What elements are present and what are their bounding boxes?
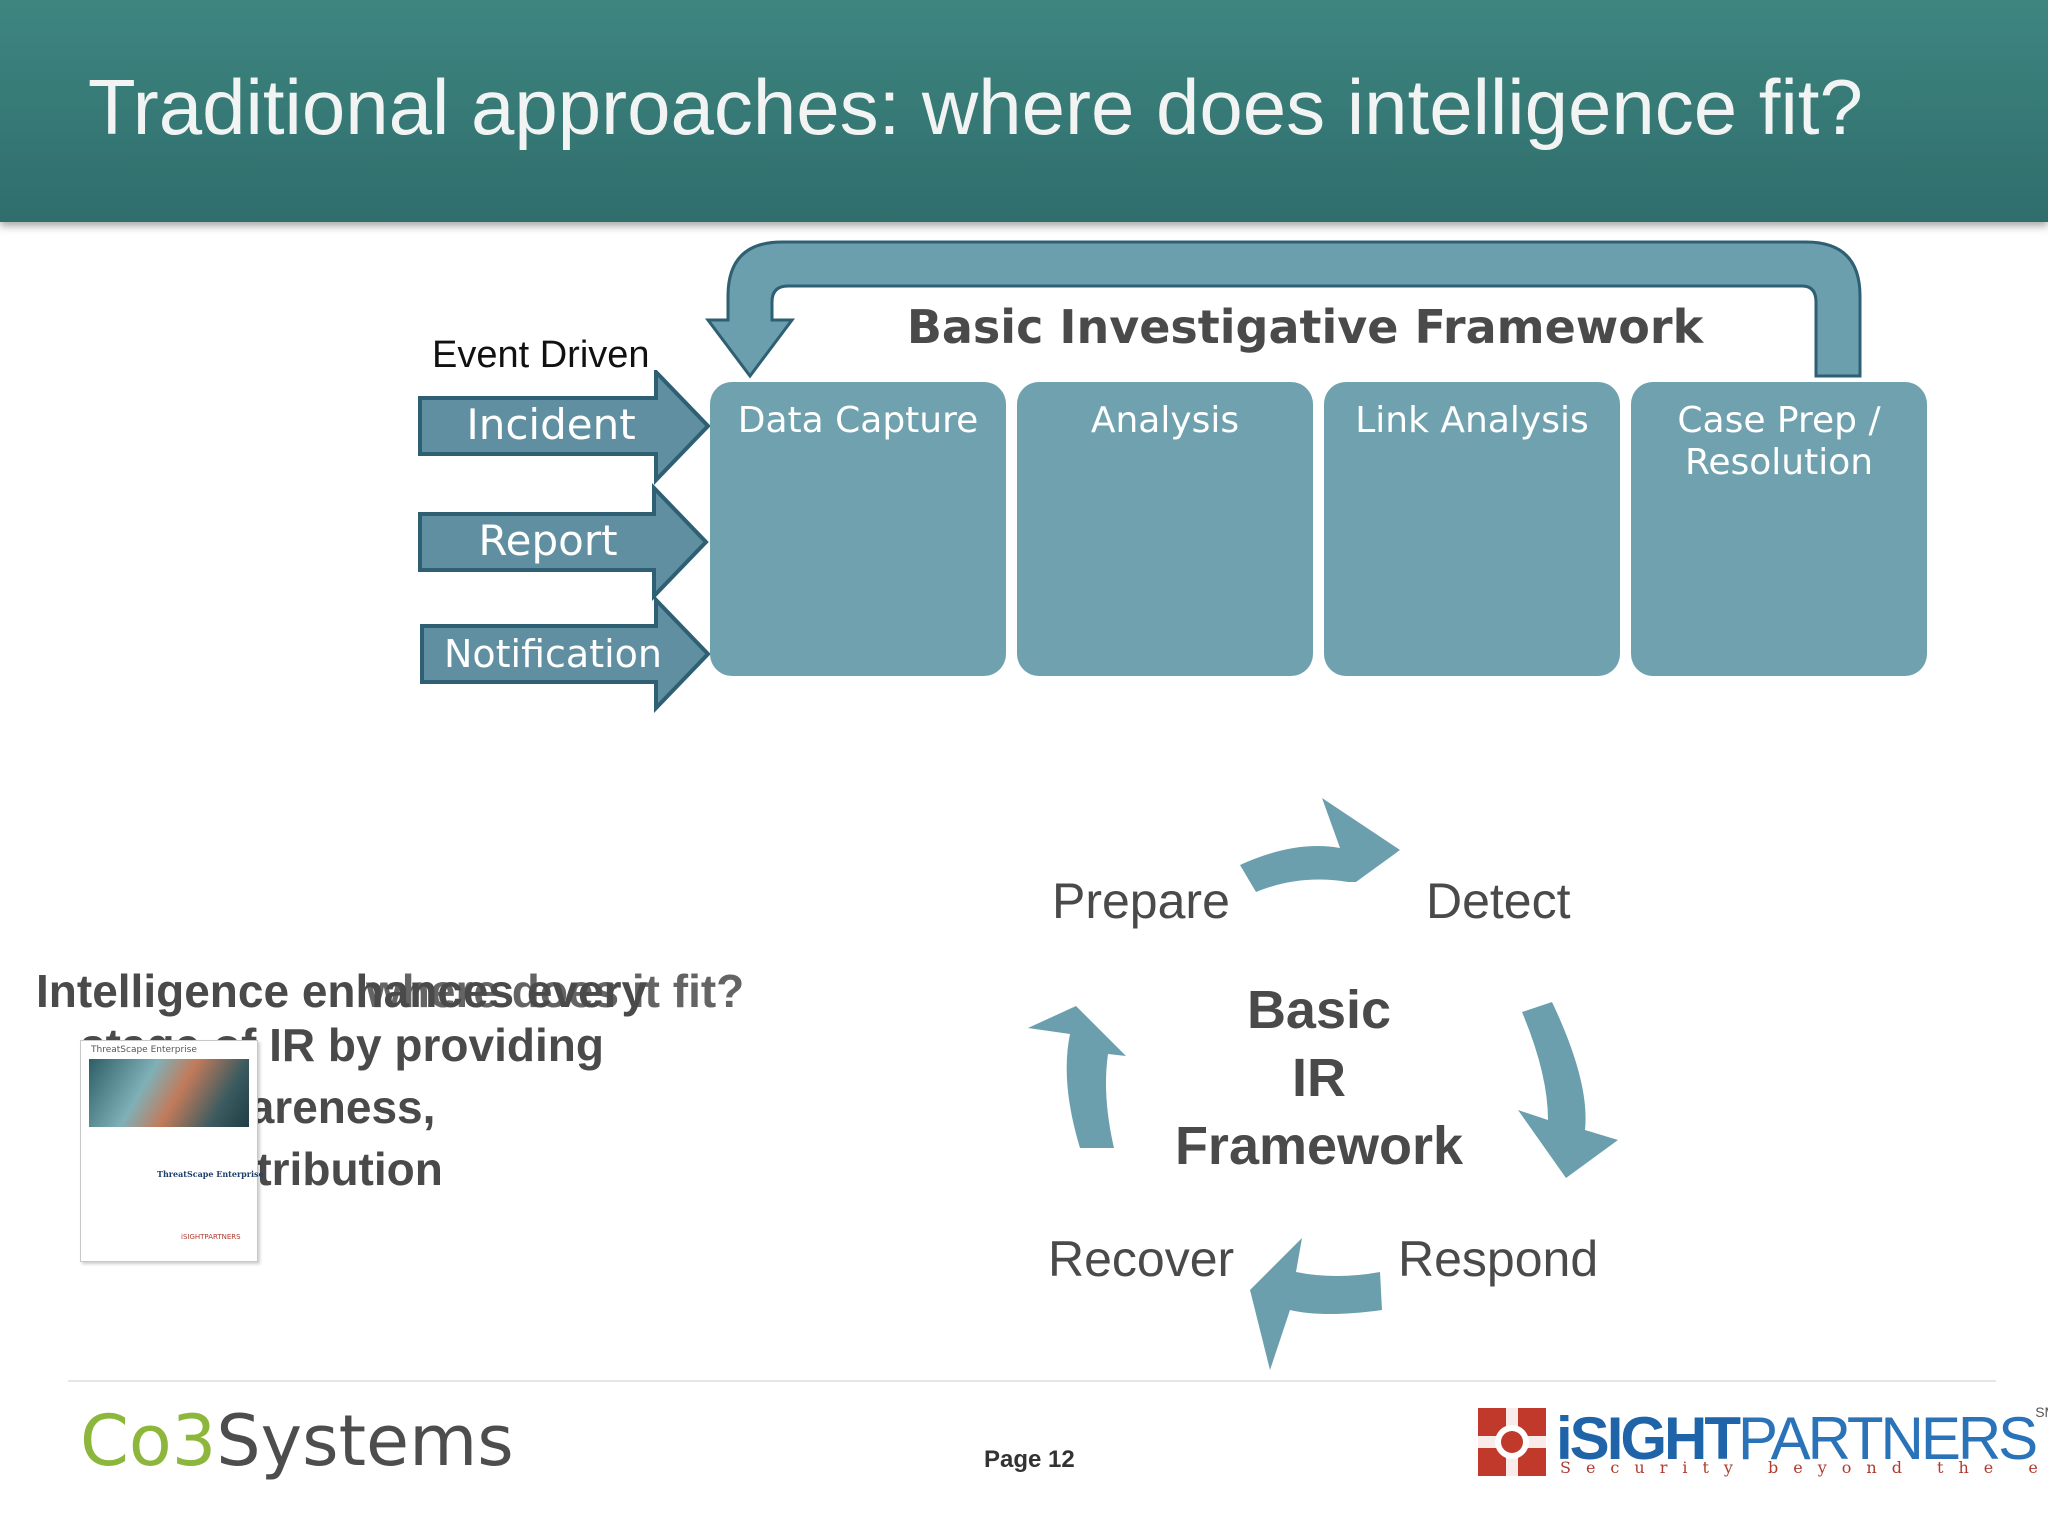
framework-title: Basic Investigative Framework (906, 300, 1704, 354)
phase-prepare: Prepare (1052, 873, 1230, 929)
ir-cycle-arrows (1028, 798, 1618, 1370)
cycle-arrow-top (1240, 798, 1400, 892)
page-number: Page 12 (984, 1446, 1075, 1473)
center-line: Framework (1174, 1116, 1464, 1176)
stage-label: Data Capture (737, 400, 979, 441)
thumbnail-mid-text: ThreatScape Enterprise (157, 1169, 264, 1179)
thumbnail-image (89, 1059, 249, 1127)
cycle-arrow-left (1028, 1006, 1126, 1148)
co3systems-logo: Co3Systems (80, 1400, 514, 1482)
cycle-arrow-right (1518, 1002, 1618, 1178)
notification-arrow (420, 595, 711, 713)
footer-divider (68, 1380, 1996, 1382)
input-arrows (418, 370, 711, 713)
thumbnail-header: ThreatScape Enterprise (91, 1045, 197, 1055)
intelligence-text-line1: Intelligence enhances every (36, 965, 648, 1017)
ir-framework-center-label: Basic IR Framework (1130, 976, 1508, 1180)
phase-detect: Detect (1426, 873, 1571, 929)
isight-partners-logo: iSIGHTPARTNERSSM (1556, 1404, 2048, 1473)
stage-label: Case Prep / Resolution (1677, 400, 1881, 483)
co3-logo-part1: Co3 (80, 1400, 217, 1482)
input-report: Report (478, 516, 618, 565)
isight-logo-light: PARTNERS (1738, 1405, 2038, 1472)
incident-arrow (418, 370, 711, 485)
co3-logo-part2: Systems (216, 1400, 514, 1482)
input-incident: Incident (466, 400, 636, 449)
stage-link-analysis: Link Analysis (1324, 382, 1620, 676)
input-notification: Notification (443, 632, 663, 676)
phase-respond: Respond (1398, 1231, 1599, 1287)
center-line: IR (1292, 1048, 1346, 1108)
feedback-loop-arrow (705, 240, 1862, 379)
stage-label: Analysis (1090, 400, 1240, 441)
cycle-arrow-bottom (1250, 1238, 1382, 1370)
stage-case-prep: Case Prep / Resolution (1631, 382, 1927, 676)
stage-data-capture: Data Capture (710, 382, 1006, 676)
event-driven-label: Event Driven (432, 334, 650, 376)
isight-logo-mark-icon (1478, 1408, 1546, 1476)
isight-logo-sm: SM (2035, 1404, 2048, 1420)
isight-logo-bold: iSIGHT (1556, 1405, 1741, 1472)
isight-tagline: Security beyond the edge (1560, 1458, 2048, 1477)
stage-analysis: Analysis (1017, 382, 1313, 676)
phase-recover: Recover (1048, 1231, 1235, 1287)
overlap-question-text: where does it fit? (366, 965, 745, 1017)
center-line: Basic (1246, 980, 1392, 1040)
thumbnail-footer-logo: iSIGHTPARTNERS (181, 1233, 241, 1241)
slide-title: Traditional approaches: where does intel… (88, 63, 1863, 151)
stage-label: Link Analysis (1355, 400, 1589, 441)
threatscape-brochure-thumbnail: ThreatScape Enterprise ThreatScape Enter… (80, 1040, 264, 1262)
title-bar (0, 0, 2048, 222)
report-arrow (418, 483, 709, 601)
